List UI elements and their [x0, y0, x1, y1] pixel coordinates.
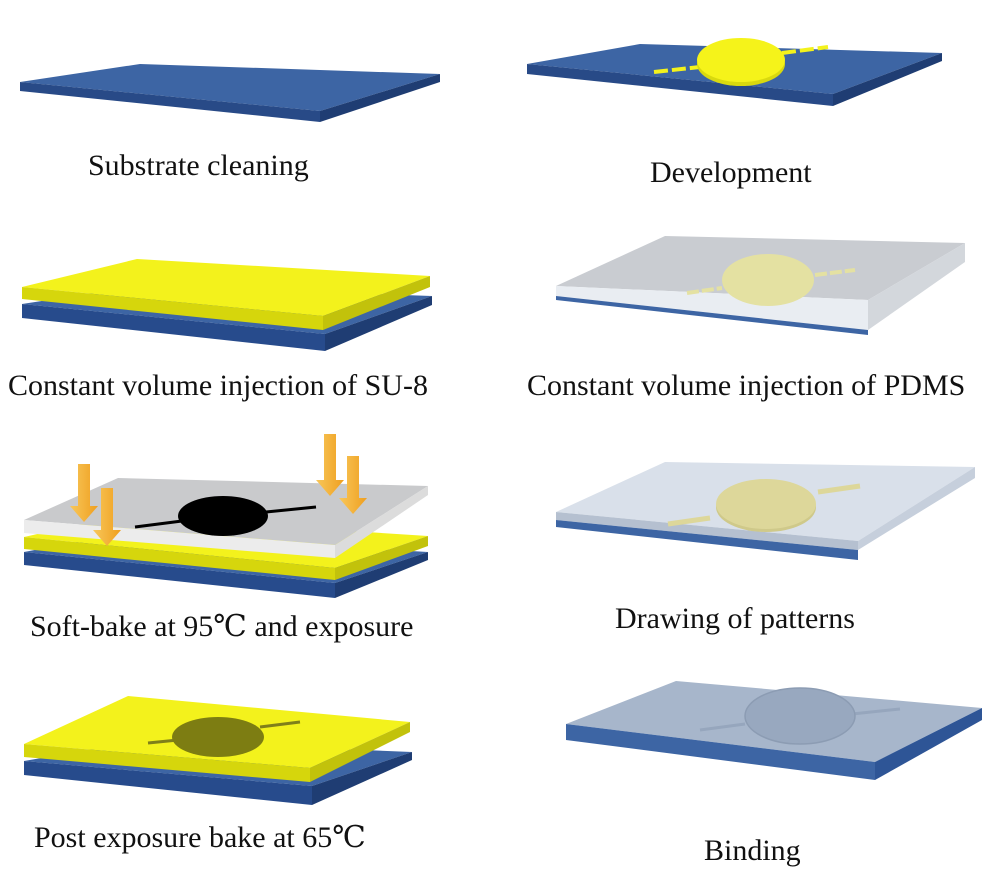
su8-mold-pattern [697, 38, 785, 82]
exposure-arrow-icon [339, 456, 367, 514]
label-development: Development [650, 156, 812, 189]
step5-development [527, 38, 942, 106]
pdms-channel-pattern [716, 479, 816, 529]
embedded-pattern [722, 254, 814, 306]
label-substrate-cleaning: Substrate cleaning [88, 149, 309, 182]
step1-substrate [20, 64, 440, 122]
step4-post-exposure-bake [24, 696, 412, 805]
label-binding: Binding [704, 834, 801, 867]
step8-bonded-chip [566, 681, 982, 780]
label-pdms-injection: Constant volume injection of PDMS [527, 369, 966, 402]
exposure-arrow-icon [93, 488, 121, 546]
latent-pattern [172, 717, 264, 757]
bonded-channel [744, 687, 856, 745]
label-post-exposure-bake: Post exposure bake at 65℃ [34, 821, 366, 854]
step3-exposure-stack [24, 434, 428, 598]
step7-peeled-pdms [556, 462, 975, 560]
label-soft-bake-exposure: Soft-bake at 95℃ and exposure [30, 610, 414, 643]
exposure-arrow-icon [316, 434, 344, 496]
label-su8-injection: Constant volume injection of SU-8 [8, 369, 428, 402]
label-drawing-of-patterns: Drawing of patterns [615, 602, 855, 635]
exposure-arrow-icon [70, 464, 98, 522]
mask-pattern-black [178, 496, 268, 536]
exposure-arrows [70, 434, 367, 546]
step6-pdms-cast [556, 236, 965, 335]
step2-su8-coated-substrate [22, 259, 432, 351]
